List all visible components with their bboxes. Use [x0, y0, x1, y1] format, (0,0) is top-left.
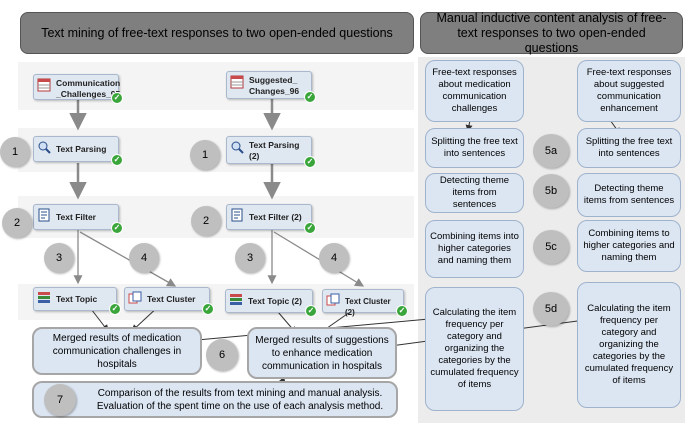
manual-right-calculating: Calculating the item frequency per categ… — [577, 282, 681, 408]
step-4-circle: 4 — [129, 243, 159, 273]
manual-right-detecting: Detecting theme items from sentences — [577, 173, 681, 217]
step-1-circle: 1 — [0, 137, 30, 167]
node-label: Text Parsing (2) — [249, 140, 300, 161]
magnifier-icon — [231, 141, 244, 154]
success-check-icon: ✓ — [304, 222, 316, 234]
cluster-icon — [128, 291, 142, 304]
node-label: Text Parsing — [56, 144, 107, 154]
manual-right-splitting: Splitting the free text into sentences — [577, 128, 681, 168]
text-parsing-2-node[interactable]: Text Parsing (2) ✓ — [226, 136, 316, 168]
step-5c-circle: 5c — [533, 230, 569, 264]
text-parsing-node[interactable]: Text Parsing ✓ — [33, 136, 123, 166]
step-1b-circle: 1 — [190, 140, 220, 170]
magnifier-icon — [38, 141, 51, 154]
node-label: Suggested_ Changes_96 — [249, 75, 300, 96]
success-check-icon: ✓ — [109, 303, 121, 315]
success-check-icon: ✓ — [202, 303, 214, 315]
node-label: Communication _Challenges_95 — [56, 78, 121, 99]
topic-list-icon — [230, 294, 242, 305]
step-7-circle: 7 — [44, 384, 76, 416]
step-6-circle: 6 — [206, 339, 238, 371]
manual-right-responses: Free-text responses about suggested comm… — [577, 60, 681, 122]
success-check-icon: ✓ — [305, 305, 317, 317]
manual-left-detecting: Detecting theme items from sentences — [425, 173, 524, 213]
text-cluster-node[interactable]: Text Cluster ✓ — [124, 287, 214, 315]
step-2b-circle: 2 — [191, 206, 221, 236]
node-label: Text Filter — [56, 212, 96, 222]
communication-challenges-node[interactable]: Communication _Challenges_95 ✓ — [33, 74, 123, 104]
manual-right-combining: Combining items to higher categories and… — [577, 220, 681, 272]
step-5a-circle: 5a — [533, 134, 569, 168]
cluster-icon — [326, 293, 340, 306]
step-2-circle: 2 — [2, 208, 32, 238]
text-cluster-2-node[interactable]: Text Cluster (2) ✓ — [322, 289, 408, 317]
step-5d-circle: 5d — [533, 292, 569, 326]
data-table-icon — [37, 78, 51, 92]
manual-left-splitting: Splitting the free text into sentences — [425, 128, 524, 168]
manual-analysis-header: Manual inductive content analysis of fre… — [420, 11, 683, 55]
node-label: Text Topic (2) — [248, 296, 302, 306]
filter-document-icon — [38, 208, 50, 222]
text-topic-node[interactable]: Text Topic ✓ — [33, 287, 121, 315]
step-4b-circle: 4 — [319, 243, 349, 273]
text-mining-header: Text mining of free-text responses to tw… — [20, 12, 414, 54]
manual-left-responses: Free-text responses about medication com… — [425, 60, 524, 122]
success-check-icon: ✓ — [111, 154, 123, 166]
step-5b-circle: 5b — [533, 174, 569, 208]
filter-document-icon — [231, 208, 243, 222]
text-filter-node[interactable]: Text Filter ✓ — [33, 204, 123, 234]
manual-left-calculating: Calculating the item frequency per categ… — [425, 287, 524, 411]
data-table-icon — [230, 75, 244, 89]
node-label: Text Filter (2) — [249, 212, 302, 222]
success-check-icon: ✓ — [111, 92, 123, 104]
node-label: Text Cluster — [147, 294, 196, 304]
success-check-icon: ✓ — [396, 305, 408, 317]
text-filter-2-node[interactable]: Text Filter (2) ✓ — [226, 204, 316, 234]
step-3-circle: 3 — [44, 243, 74, 273]
merged-challenges-box: Merged results of medication communicati… — [32, 327, 202, 375]
text-topic-2-node[interactable]: Text Topic (2) ✓ — [225, 289, 317, 317]
step-3b-circle: 3 — [235, 243, 265, 273]
node-label: Text Cluster (2) — [345, 297, 391, 317]
topic-list-icon — [38, 292, 50, 303]
merged-suggestions-box: Merged results of suggestions to enhance… — [247, 327, 397, 379]
comparison-text: Comparison of the results from text mini… — [96, 387, 384, 412]
success-check-icon: ✓ — [111, 222, 123, 234]
comparison-box: Comparison of the results from text mini… — [32, 381, 398, 418]
node-label: Text Topic — [56, 294, 98, 304]
success-check-icon: ✓ — [304, 91, 316, 103]
success-check-icon: ✓ — [304, 156, 316, 168]
suggested-changes-node[interactable]: Suggested_ Changes_96 ✓ — [226, 71, 316, 103]
manual-left-combining: Combining items into higher categories a… — [425, 220, 524, 278]
